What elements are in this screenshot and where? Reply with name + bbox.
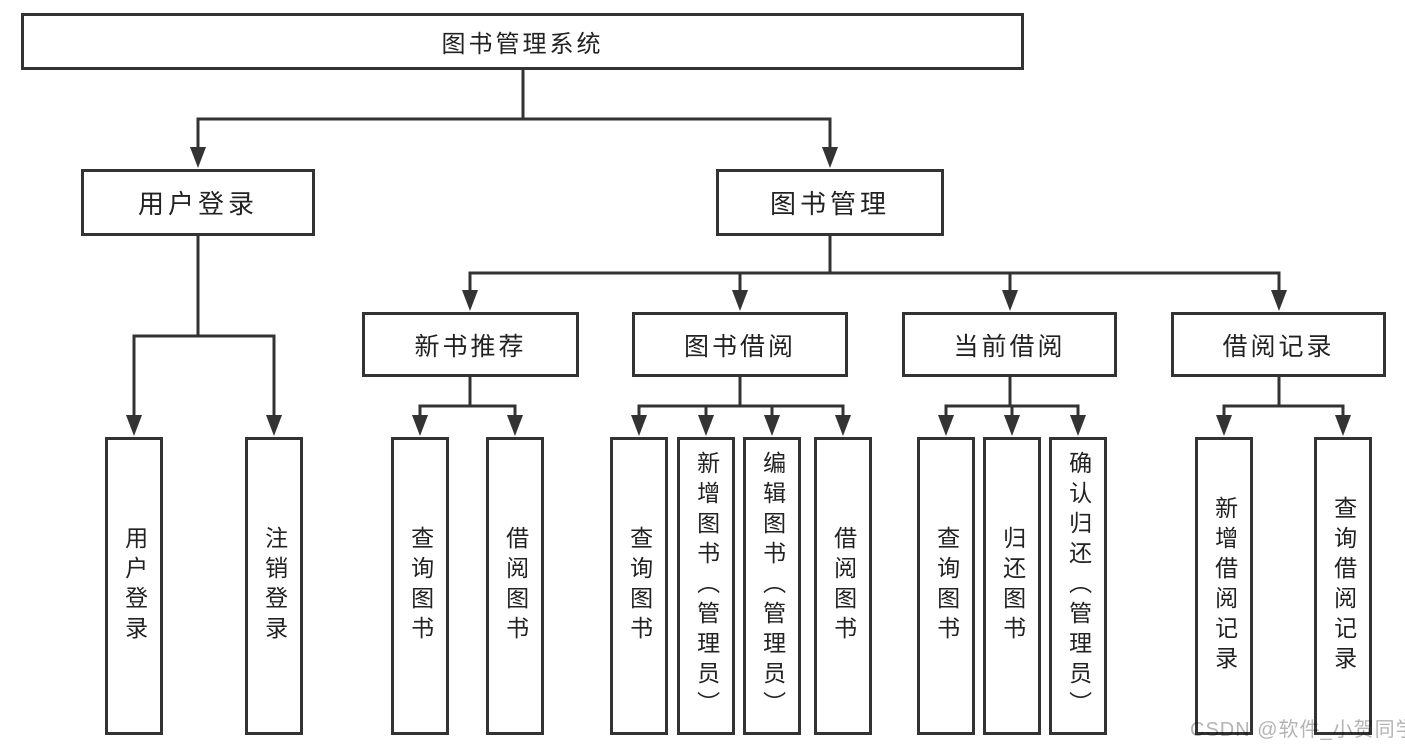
node-leaf-borrow-books-borrowing: 借阅图书: [814, 437, 872, 735]
node-book-management-system: 图书管理系统: [21, 13, 1024, 70]
node-leaf-logout: 注销登录: [245, 437, 303, 735]
node-book-management: 图书管理: [716, 169, 944, 236]
node-leaf-add-borrow-record: 新增借阅记录: [1195, 437, 1253, 735]
node-book-borrowing: 图书借阅: [632, 312, 848, 377]
node-user-login: 用户登录: [81, 169, 315, 236]
connector-lines: [132, 68, 1345, 418]
node-leaf-query-borrow-record: 查询借阅记录: [1314, 437, 1372, 735]
csdn-watermark: CSDN @软件_小贺同学: [1190, 719, 1405, 741]
node-leaf-return-books: 归还图书: [983, 437, 1041, 735]
node-new-book-recommendation: 新书推荐: [362, 312, 579, 377]
arrowhead-icons: [126, 147, 1351, 436]
node-leaf-query-books-borrowing: 查询图书: [610, 437, 668, 735]
node-leaf-edit-books-admin: 编辑图书（管理员）: [743, 437, 801, 735]
node-leaf-user-login: 用户登录: [105, 437, 163, 735]
node-leaf-query-books-current: 查询图书: [917, 437, 975, 735]
node-leaf-confirm-return-admin: 确认归还（管理员）: [1049, 437, 1107, 735]
node-borrowing-records: 借阅记录: [1171, 312, 1386, 377]
node-leaf-borrow-books-recommend: 借阅图书: [486, 437, 544, 735]
node-leaf-query-books-recommend: 查询图书: [391, 437, 449, 735]
node-current-borrowing: 当前借阅: [902, 312, 1117, 377]
node-leaf-add-books-admin: 新增图书（管理员）: [677, 437, 735, 735]
